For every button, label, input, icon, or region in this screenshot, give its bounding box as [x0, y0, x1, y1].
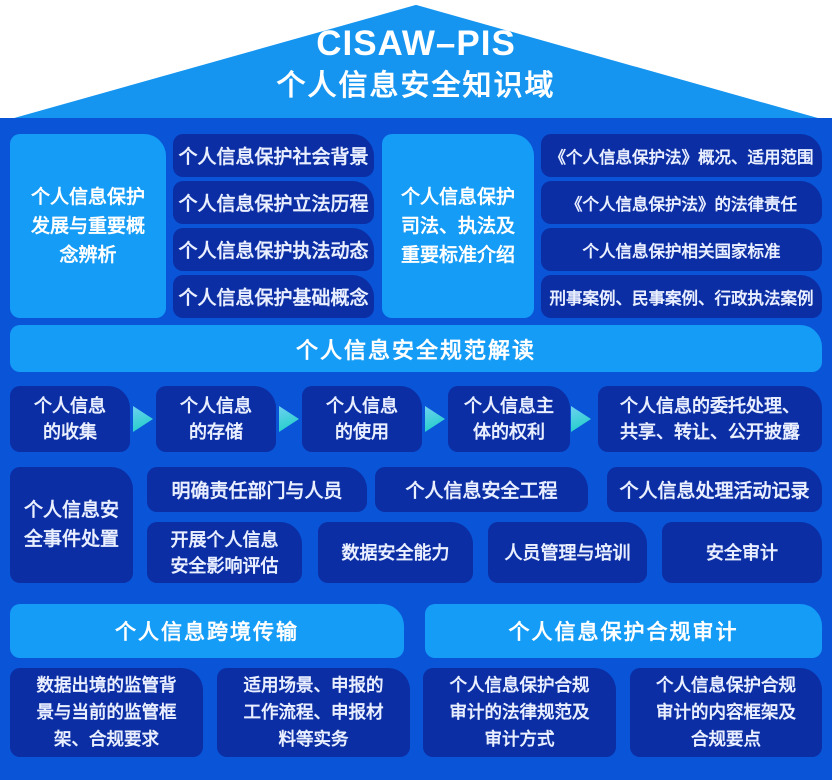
banner-security-spec: 个人信息安全规范解读 — [10, 325, 822, 372]
topic-audit-framework: 个人信息保护合规 审计的内容框架及 合规要点 — [630, 668, 822, 757]
topic-outbound-regulation: 数据出境的监管背 景与当前的监管框 架、合规要求 — [10, 668, 203, 757]
topic-data-security-capability: 数据安全能力 — [318, 522, 473, 583]
flow-collection: 个人信息 的收集 — [10, 386, 130, 452]
topic-legislation-history: 个人信息保护立法历程 — [173, 181, 374, 224]
topic-enforcement-trends: 个人信息保护执法动态 — [173, 228, 374, 271]
banner-compliance-audit: 个人信息保护合规审计 — [425, 604, 822, 658]
topic-security-audit: 安全审计 — [662, 522, 822, 583]
page-title: 个人信息安全知识域 — [276, 70, 556, 102]
topic-personnel-training: 人员管理与培训 — [488, 522, 647, 583]
topic-responsible-departments: 明确责任部门与人员 — [147, 467, 367, 512]
flow-usage: 个人信息 的使用 — [302, 386, 422, 452]
flow-subject-rights: 个人信息主 体的权利 — [448, 386, 570, 452]
topic-basic-concepts: 个人信息保护基础概念 — [173, 275, 374, 318]
topic-pipl-overview: 《个人信息保护法》概况、适用范围 — [541, 134, 822, 177]
topic-audit-legal-norms: 个人信息保护合规 审计的法律规范及 审计方式 — [423, 668, 616, 757]
brand-title: CISAW–PIS — [316, 24, 516, 63]
flow-entrusted-processing: 个人信息的委托处理、 共享、转让、公开披露 — [598, 386, 822, 452]
topic-processing-records: 个人信息处理活动记录 — [607, 467, 822, 512]
banner-cross-border: 个人信息跨境传输 — [10, 604, 404, 658]
topic-incident-handling: 个人信息安 全事件处置 — [10, 467, 133, 583]
flow-storage: 个人信息 的存储 — [156, 386, 276, 452]
topic-case-examples: 刑事案例、民事案例、行政执法案例 — [541, 275, 822, 318]
topic-declaration-practice: 适用场景、申报的 工作流程、申报材 料等实务 — [217, 668, 410, 757]
topic-impact-assessment: 开展个人信息 安全影响评估 — [147, 522, 302, 583]
topic-national-standards: 个人信息保护相关国家标准 — [541, 228, 822, 271]
header-titles: CISAW–PIS 个人信息安全知识域 — [0, 24, 832, 106]
topic-social-background: 个人信息保护社会背景 — [173, 134, 374, 177]
section-header-standards: 个人信息保护 司法、执法及 重要标准介绍 — [382, 134, 534, 318]
topic-pipl-liability: 《个人信息保护法》的法律责任 — [541, 181, 822, 224]
section-header-concepts: 个人信息保护 发展与重要概 念辨析 — [10, 134, 166, 318]
topic-security-engineering: 个人信息安全工程 — [375, 467, 588, 512]
